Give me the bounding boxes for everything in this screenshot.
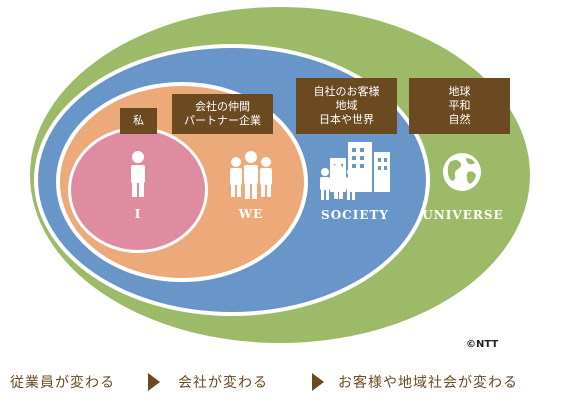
society-label-line-1: 自社のお客様: [313, 85, 380, 98]
society-label-line-2: 地域: [335, 99, 358, 112]
globe-icon: [443, 153, 481, 191]
step-arrow-1: [148, 373, 160, 391]
i-circle-label: I: [134, 207, 142, 221]
society-label-line-3: 日本や世界: [319, 113, 374, 126]
me-label-line: 私: [133, 114, 144, 127]
me-label-box: 私: [120, 108, 157, 134]
step-company: 会社が変わる: [178, 375, 268, 391]
i-ellipse: [71, 130, 205, 250]
we-label-line-1: 会社の仲間: [195, 100, 250, 113]
step-employees: 従業員が変わる: [10, 375, 115, 391]
universe-circle-label: UNIVERSE: [422, 208, 504, 222]
we-label-box: 会社の仲間 パートナー企業: [172, 94, 273, 134]
step-society: お客様や地域社会が変わる: [338, 375, 518, 391]
copyright-text: ©NTT: [466, 339, 499, 350]
universe-label-line-2: 平和: [448, 99, 471, 112]
group-icon: [230, 151, 272, 199]
we-label-line-2: パートナー企業: [184, 114, 261, 127]
society-circle-label: SOCIETY: [321, 208, 389, 222]
universe-label-line-1: 地球: [448, 85, 471, 98]
person-icon: [131, 151, 145, 197]
step-arrow-2: [312, 373, 324, 391]
city-people-icon: [320, 142, 390, 200]
universe-label-line-3: 自然: [448, 113, 471, 126]
universe-label-box: 地球 平和 自然: [409, 78, 510, 134]
society-label-box: 自社のお客様 地域 日本や世界: [296, 78, 397, 134]
we-circle-label: WE: [238, 207, 264, 221]
